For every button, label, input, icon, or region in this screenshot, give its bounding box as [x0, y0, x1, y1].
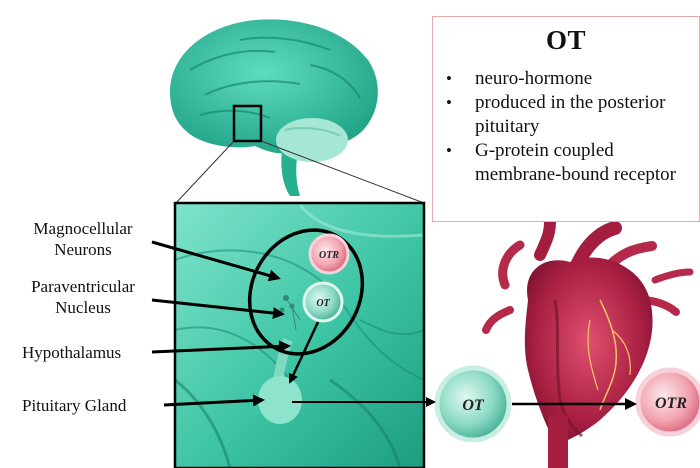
info-bullet-text: G-protein coupled membrane-bound recepto… — [475, 140, 676, 185]
otr-small-circle: OTR — [310, 235, 348, 273]
info-bullet-text: produced in the posterior pituitary — [475, 92, 665, 137]
brain-illustration — [170, 19, 424, 203]
bullet-dot-icon: • — [446, 91, 452, 115]
bullet-dot-icon: • — [446, 67, 452, 91]
info-bullet: • G-protein coupled membrane-bound recept… — [443, 139, 700, 187]
label-line: Nucleus — [8, 297, 158, 318]
ot-info-box: OT • neuro-hormone • produced in the poste… — [432, 16, 700, 222]
otr-large-label: OTR — [655, 395, 687, 412]
ot-large-label: OT — [462, 397, 485, 414]
otr-small-label: OTR — [319, 250, 339, 261]
ot-large-circle: OT — [437, 368, 509, 440]
bullet-dot-icon: • — [446, 139, 452, 163]
label-line: Paraventricular — [8, 276, 158, 297]
label-paraventricular-nucleus: Paraventricular Nucleus — [8, 276, 158, 318]
label-line: Neurons — [8, 239, 158, 260]
label-magnocellular-neurons: Magnocellular Neurons — [8, 218, 158, 260]
label-hypothalamus: Hypothalamus — [22, 342, 154, 363]
otr-large-circle: OTR — [638, 370, 700, 434]
info-bullet-list: • neuro-hormone • produced in the posterio… — [443, 67, 700, 187]
info-bullet-text: neuro-hormone — [475, 68, 592, 89]
ot-small-circle: OT — [304, 283, 342, 321]
label-pituitary-gland: Pituitary Gland — [22, 395, 162, 416]
info-bullet: • produced in the posterior pituitary — [443, 91, 700, 139]
label-line: Magnocellular — [8, 218, 158, 239]
ot-small-label: OT — [316, 298, 330, 309]
info-title: OT — [433, 25, 699, 56]
zoom-panel — [175, 203, 424, 468]
info-bullet: • neuro-hormone — [443, 67, 700, 91]
